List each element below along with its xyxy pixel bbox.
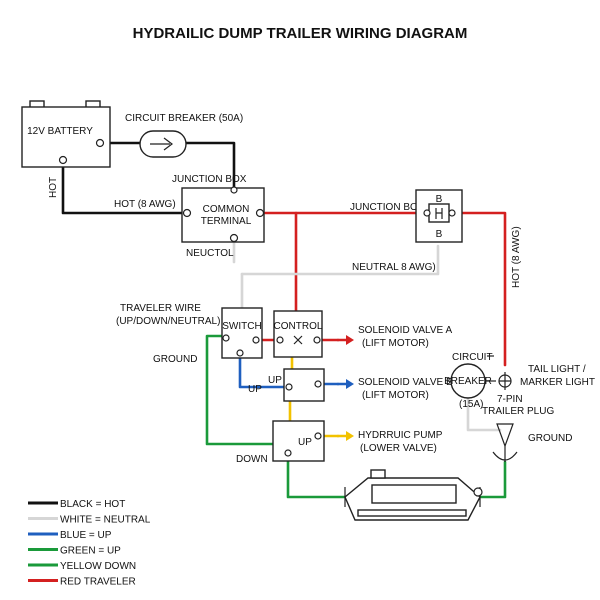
hot-wire-breaker-junction [184,141,236,192]
plug-label-1: 7-PIN [497,394,523,405]
neutral-8awg-label: NEUTRAL 8 AWG) [352,262,436,273]
jb-right-top-label: B [436,194,443,205]
neutral-wire-breaker [466,393,502,432]
tail-light-label-2: MARKER LIGHT [520,377,595,388]
pump-label-1: HYDRRUIC PUMP [358,430,443,441]
solenoid-b-label-1: SOLENOID VALVE B [358,377,453,388]
control-label: CONTROL [274,321,323,332]
legend-label: BLACK = HOT [60,499,125,510]
legend-item: YELLOW DOWN [28,561,136,572]
hot-wire-battery-common [61,158,189,215]
trailer-plug [492,423,518,462]
switch-box: SWITCH [221,307,263,359]
pump-label-2: (LOWER VALVE) [360,443,437,454]
traveler-wire-label-2: (UP/DOWN/NEUTRAL) [116,316,220,327]
circuit-breaker-label: CIRCUIT BREAKER (50A) [125,113,243,124]
common-label: COMMON [203,204,250,215]
up-wire-switch-module [238,353,291,389]
arrow-icon [150,137,173,151]
switch-label: SWITCH [222,321,261,332]
traveler-wire-junction-right [449,211,507,367]
solenoid-a-label-1: SOLENOID VALVE A [358,325,452,336]
circuit-right-label: CIRCUIT [452,352,493,363]
solenoid-b-arrow-icon [346,379,354,389]
pump-box: UP [272,420,325,462]
cross-icon [293,335,303,345]
relay-icon [435,208,443,219]
breaker-right-label: BREAKER [444,376,492,387]
junction-box-right: B B [415,189,463,243]
down-wire-pump-bottom [286,456,347,499]
circuit-breaker-50a: CIRCUIT BREAKER (50A) [125,113,243,158]
ground-left-label: GROUND [153,354,197,365]
pump-arrow-icon [346,431,354,441]
solenoid-b-label-2: (LIFT MOTOR) [362,390,429,401]
breaker-amp-label: (15A) [459,399,483,410]
diagram-title: HYDRAILIC DUMP TRAILER WIRING DIAGRAM [133,25,468,42]
hot-vertical-label: HOT [48,177,59,198]
legend-label: RED TRAVELER [60,577,136,588]
lamp-icon [499,372,511,390]
legend-label: BLUE = UP [60,530,112,541]
jb-right-bottom-label: B [436,229,443,240]
legend-item: BLUE = UP [28,530,112,541]
legend-label: WHITE = NEUTRAL [60,515,151,526]
hydraulic-pump-body [344,469,483,521]
ground-right-label: GROUND [528,433,572,444]
solenoid-a-label-2: (LIFT MOTOR) [362,338,429,349]
hot-8awg-vertical-label: HOT (8 AWG) [511,226,522,288]
legend-item: GREEN = UP [28,546,121,557]
legend-label: YELLOW DOWN [60,561,136,572]
tail-light-label-1: TAIL LIGHT / [528,364,586,375]
solenoid-a-arrow-icon [346,335,354,345]
legend: BLACK = HOT WHITE = NEUTRAL BLUE = UP GREEN… [28,499,151,588]
breaker-15a: BREAKER [444,363,512,399]
up-mid-label: UP [268,375,282,386]
traveler-wire-label-1: TRAVELER WIRE [120,303,201,314]
legend-item: WHITE = NEUTRAL [28,515,151,526]
hot-8awg-label: HOT (8 AWG) [114,199,176,210]
plug-label-2: TRAILER PLUG [482,406,554,417]
control-box: CONTROL [273,310,323,358]
battery: 12V BATTERY [21,100,111,168]
battery-label: 12V BATTERY [27,126,93,137]
ground-wire-switch [205,334,275,446]
plug-icon [496,423,514,448]
legend-item: BLACK = HOT [28,499,125,510]
junction-box-left-label: JUNCTION BOX [172,174,247,185]
legend-item: RED TRAVELER [28,577,136,588]
junction-box-right-label: JUNCTION BOX [350,202,425,213]
legend-label: GREEN = UP [60,546,121,557]
junction-box-left: COMMON TERMINAL [181,186,265,243]
neutral-wire-jb-right [240,244,440,276]
neutral-left-label: NEUCTOL [186,248,234,259]
down-label: DOWN [236,454,268,465]
ground-wire-right [478,460,507,499]
pump-up-label: UP [298,437,312,448]
up-left-label: UP [248,384,262,395]
valve-module [283,368,325,402]
terminal-label: TERMINAL [201,216,252,227]
